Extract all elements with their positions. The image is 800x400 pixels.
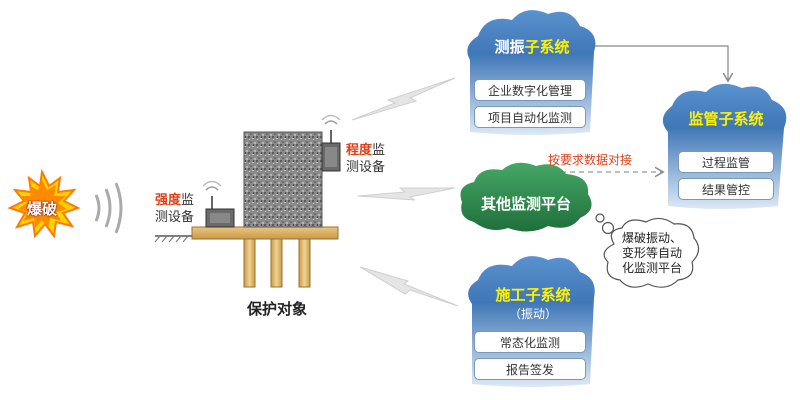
thought-note-line1: 爆破振动、 [621,231,682,245]
vibration-subsystem-title: 测振子系统 [470,36,594,57]
supervision-item-process[interactable]: 过程监管 [678,151,774,173]
strength-device-highlight: 强度 [155,193,182,208]
construction-item-routine[interactable]: 常态化监测 [474,331,586,353]
wireless-signal-icons [351,77,459,307]
data-docking-label: 按要求数据对接 [548,153,633,167]
vibration-waves [94,182,123,234]
thought-note-line2: 变形等自动 [621,246,682,260]
construction-item-report[interactable]: 报告签发 [474,358,586,380]
connector-vibration-to-supervision [595,45,728,80]
thought-bubble [595,213,700,288]
supervision-item-result[interactable]: 结果管控 [678,178,774,200]
supervision-subsystem-cloud [662,83,787,209]
vibration-subsystem-cloud [467,10,596,135]
thought-note: 爆破振动、 变形等自动 化监测平台 [612,231,692,276]
construction-subsystem-title-part1: 施工 [495,286,526,304]
strength-device-label: 强度监 测设备 [155,192,194,226]
blast-label: 爆破 [27,200,58,218]
foundation [191,226,339,288]
other-platform-title: 其他监测平台 [480,195,571,213]
vibration-subsystem-title-part2: 子系统 [524,38,570,56]
thought-note-line3: 化监测平台 [621,261,682,275]
supervision-subsystem-title-part1: 监管 [688,110,719,128]
supervision-subsystem-title: 监管子系统 [668,108,784,129]
protected-building [243,131,323,228]
other-platform-cloud [460,162,592,232]
strength-device-text1: 监 [181,193,195,208]
supervision-subsystem-title-part2: 子系统 [718,110,764,128]
strength-device-text2: 测设备 [155,210,195,225]
construction-subsystem-title-part2: 子系统 [525,286,571,304]
strength-device-icon [202,180,235,228]
distance-device-highlight: 程度 [346,143,373,158]
construction-subsystem-cloud [468,256,595,387]
blast-starburst [7,168,81,239]
construction-subsystem-title: 施工子系统 [472,284,594,305]
distance-device-text2: 测设备 [346,160,386,175]
protected-object-label: 保护对象 [247,300,308,318]
distance-device-label: 程度监 测设备 [346,142,385,176]
vibration-item-project-auto[interactable]: 项目自动化监测 [474,106,586,128]
vibration-item-enterprise-digital[interactable]: 企业数字化管理 [474,79,586,101]
vibration-subsystem-title-part1: 测振 [494,38,525,56]
construction-subsystem-subtitle: （振动） [508,307,557,321]
ground [154,235,192,243]
distance-device-icon [321,114,341,172]
distance-device-text1: 监 [372,143,386,158]
